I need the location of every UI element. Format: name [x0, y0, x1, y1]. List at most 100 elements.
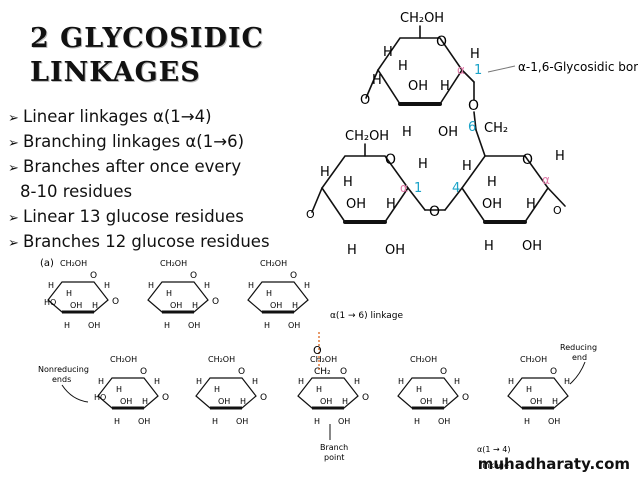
ring-atom-label: H — [142, 397, 148, 406]
bullet-arrow-icon: ➢ — [8, 211, 19, 226]
svg-text:OH: OH — [408, 79, 428, 94]
ring-atom-label: H — [214, 385, 220, 394]
ring-atom-label: OH — [170, 301, 182, 310]
ring-atom-label: H — [92, 301, 98, 310]
ring-atom-label: H — [166, 289, 172, 298]
branch-point-label: Branch — [320, 443, 348, 452]
ring-atom-label: H — [454, 377, 460, 386]
ring-atom-label: H — [104, 281, 110, 290]
svg-text:O: O — [306, 208, 315, 221]
slide-title: 2 GLYCOSIDIC LINKAGES — [30, 22, 264, 90]
svg-text:OH: OH — [346, 197, 366, 212]
svg-text:H: H — [555, 149, 565, 164]
svg-text:OH: OH — [522, 239, 542, 254]
svg-text:point: point — [324, 453, 344, 462]
bullet-arrow-icon: ➢ — [8, 111, 19, 126]
ring-atom-label: HO — [44, 298, 56, 307]
ring-atom-label: H — [524, 417, 530, 426]
ch2-label: CH₂ — [484, 121, 508, 136]
ring-atom-label: OH — [88, 321, 100, 330]
ring-atom-label: H — [304, 281, 310, 290]
bullet-arrow-icon: ➢ — [8, 161, 19, 176]
ring-atom-label: O — [90, 271, 97, 281]
ring-atom-label: H — [298, 377, 304, 386]
ch2oh-label: CH₂OH — [400, 11, 444, 26]
svg-text:ends: ends — [52, 375, 71, 384]
ring-atom-label: O — [462, 393, 469, 403]
ring-atom-label: OH — [188, 321, 200, 330]
ring-atom-label: H — [398, 377, 404, 386]
ring-atom-label: OH — [138, 417, 150, 426]
alpha-1-6-linkage-label: α(1 → 6) linkage — [330, 311, 404, 321]
svg-text:H: H — [383, 45, 393, 60]
svg-text:CH₂: CH₂ — [314, 367, 331, 377]
ring-atom-label: O — [238, 367, 245, 377]
svg-text:H: H — [347, 243, 357, 258]
ring-atom-label: H — [252, 377, 258, 386]
ring-atom-label: H — [264, 321, 270, 330]
title-line-1: 2 GLYCOSIDIC — [30, 23, 264, 54]
svg-text:H: H — [398, 59, 408, 74]
bullet-list: ➢Linear linkages α(1→4) ➢Branching linka… — [8, 104, 270, 254]
svg-text:H: H — [462, 159, 472, 174]
ring-atom-label: OH — [218, 397, 230, 406]
watermark: muhadharaty.com — [477, 455, 630, 473]
ring-atom-label: H — [314, 417, 320, 426]
ring-atom-label: H — [564, 377, 570, 386]
ring-atom-label: H — [192, 301, 198, 310]
alpha-label: α — [457, 63, 465, 77]
ring-atom-label: H — [266, 289, 272, 298]
bullet-item: ➢Branches 12 glucose residues — [8, 229, 270, 254]
ring-atom-label: O — [140, 367, 147, 377]
ring-atom-label: O — [290, 271, 297, 281]
svg-text:end: end — [572, 353, 587, 362]
ring-atom-label: H — [292, 301, 298, 310]
bullet-arrow-icon: ➢ — [8, 236, 19, 251]
ring-atom-label: H — [240, 397, 246, 406]
ring-atom-label: H — [414, 417, 420, 426]
svg-text:H: H — [386, 197, 396, 212]
reducing-end-label: Reducing — [560, 343, 597, 352]
ring-atom-label: CH₂OH — [110, 355, 137, 364]
ring-atom-label: H — [148, 281, 154, 290]
ring-atom-label: OH — [270, 301, 282, 310]
svg-text:O: O — [553, 204, 562, 217]
ring-atom-label: OH — [438, 417, 450, 426]
ring-atom-label: OH — [338, 417, 350, 426]
ring-atom-label: OH — [548, 417, 560, 426]
ring-atom-label: OH — [236, 417, 248, 426]
svg-text:H: H — [526, 197, 536, 212]
title-line-2: LINKAGES — [30, 57, 201, 88]
svg-text:H: H — [487, 175, 497, 190]
ring-atom-label: OH — [530, 397, 542, 406]
ring-atom-label: O — [112, 297, 119, 307]
ring-atom-label: H — [64, 321, 70, 330]
ring-atom-label: H — [442, 397, 448, 406]
ring-atom-label: HO — [94, 393, 106, 402]
ring-atom-label: O — [260, 393, 267, 403]
svg-text:OH: OH — [482, 197, 502, 212]
svg-text:H: H — [440, 79, 450, 94]
ring-atom-label: OH — [320, 397, 332, 406]
carbon-1-label: 1 — [474, 63, 482, 78]
ring-atom-label: OH — [420, 397, 432, 406]
ring-atom-label: CH₂OH — [208, 355, 235, 364]
ring-atom-label: H — [154, 377, 160, 386]
ring-atom-label: O — [162, 393, 169, 403]
ring-oxygen-label: O — [436, 34, 447, 50]
ring-atom-label: H — [552, 397, 558, 406]
svg-text:α: α — [400, 181, 408, 195]
svg-text:O: O — [522, 152, 533, 168]
ring-atom-label: O — [440, 367, 447, 377]
carbon-4-label: 4 — [452, 181, 460, 196]
glycosidic-bond-label: α-1,6-Glycosidic bond — [518, 60, 638, 74]
ring-atom-label: H — [342, 397, 348, 406]
bullet-item: ➢Branching linkages α(1→6) — [8, 129, 270, 154]
svg-text:H: H — [320, 165, 330, 180]
bullet-item: ➢Branches after once every — [8, 154, 270, 179]
ring-atom-label: CH₂OH — [160, 259, 187, 268]
svg-text:CH₂OH: CH₂OH — [345, 129, 389, 144]
alpha-1-4-linkage-label: α(1 → 4) — [477, 445, 510, 454]
ring-atom-label: H — [98, 377, 104, 386]
